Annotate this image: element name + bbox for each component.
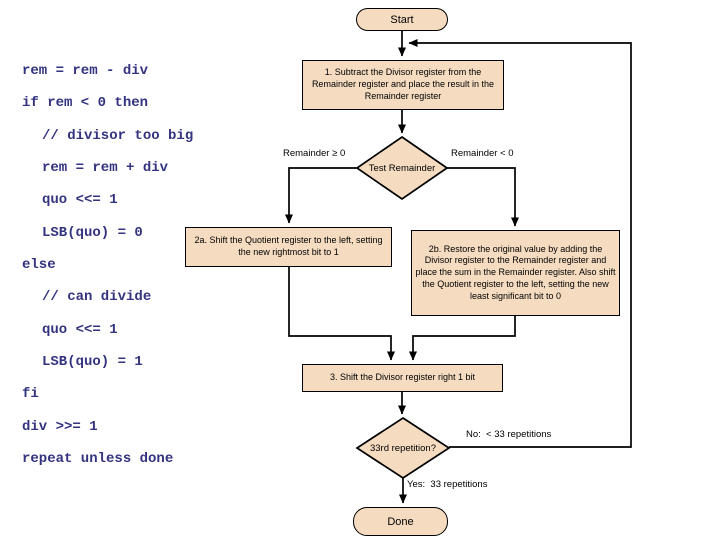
step3-box: 3. Shift the Divisor register right 1 bi… [302, 364, 503, 392]
branch-label-remainder-lt-0: Remainder < 0 [451, 148, 514, 159]
done-label: Done [387, 515, 414, 528]
code-line: quo <<= 1 [42, 192, 118, 209]
step2a-box: 2a. Shift the Quotient register to the l… [185, 227, 392, 267]
test-remainder-diamond [355, 135, 449, 201]
step2a-text: 2a. Shift the Quotient register to the l… [194, 235, 383, 257]
code-line: // can divide [42, 289, 152, 306]
test-remainder-label: Test Remainder [368, 162, 436, 174]
step3-text: 3. Shift the Divisor register right 1 bi… [329, 372, 476, 383]
code-line: div >>= 1 [22, 418, 98, 435]
repetition-label: 33rd repetition? [369, 442, 437, 454]
code-line: quo <<= 1 [42, 321, 118, 338]
code-line: else [22, 256, 56, 273]
code-line: repeat unless done [22, 450, 174, 467]
code-line: rem = rem + div [42, 159, 169, 176]
step2b-text: 2b. Restore the original value by adding… [415, 243, 616, 301]
done-node: Done [353, 507, 448, 536]
connector-lines [285, 31, 632, 504]
code-line: // divisor too big [42, 127, 194, 144]
no-branch-label: No: < 33 repetitions [466, 429, 552, 440]
branch-label-remainder-ge-0: Remainder ≥ 0 [283, 148, 346, 159]
code-line: fi [22, 386, 39, 403]
repetition-diamond [355, 416, 451, 480]
start-node: Start [356, 8, 448, 31]
code-line: rem = rem - div [22, 63, 149, 79]
step2b-box: 2b. Restore the original value by adding… [411, 230, 620, 316]
start-label: Start [390, 13, 414, 26]
step1-box: 1. Subtract the Divisor register from th… [302, 60, 504, 110]
step1-text: 1. Subtract the Divisor register from th… [311, 67, 495, 101]
code-line: LSB(quo) = 0 [42, 224, 143, 241]
code-line: if rem < 0 then [22, 95, 149, 112]
yes-branch-label: Yes: 33 repetitions [407, 479, 488, 490]
code-line: LSB(quo) = 1 [42, 353, 143, 370]
